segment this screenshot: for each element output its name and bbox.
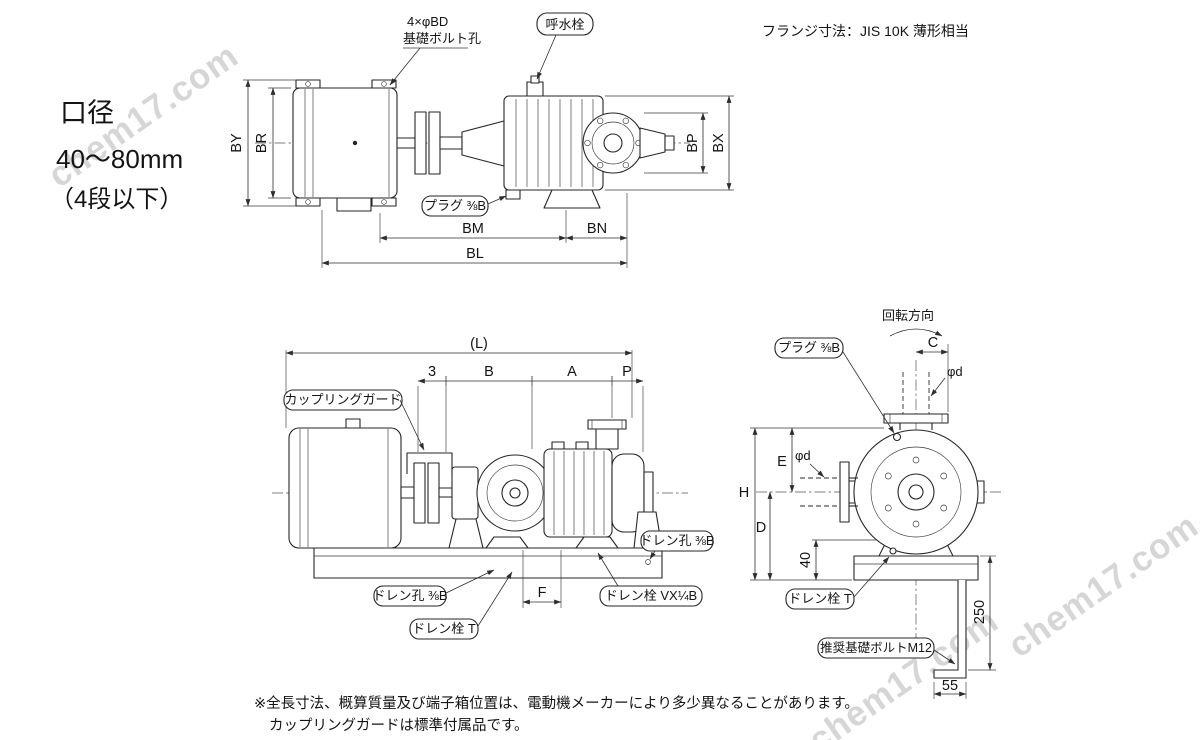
- side-suction-flange: [839, 461, 850, 523]
- dim-BP: BP: [685, 133, 701, 152]
- plug-boss: [892, 432, 902, 442]
- bore-line3: （4段以下）: [50, 186, 183, 213]
- dim-250: 250: [972, 600, 988, 624]
- plug-label-box: [421, 195, 489, 217]
- foundation-bolt-label-box: [817, 637, 935, 659]
- dim-L: (L): [470, 336, 488, 352]
- rotation-direction: 回転方向: [882, 308, 943, 337]
- plug-leader: [487, 195, 507, 205]
- end-view: 回転方向 C E H D 40 250 55: [739, 308, 1004, 699]
- side-stage-ribs: [553, 451, 605, 535]
- dim-40: 40: [798, 552, 814, 568]
- priming-boss: [526, 81, 544, 97]
- side-dimensions: (L) 3 B A P F: [285, 336, 644, 608]
- priming-plug-label-box: [536, 12, 594, 36]
- flange-bolt-holes: [584, 117, 642, 169]
- drain-hole-left-label-box: [373, 585, 447, 607]
- side-coupling: [400, 452, 453, 524]
- plug-boss: [505, 189, 521, 200]
- dim-gap3: 3: [428, 364, 436, 380]
- bolt-hole-leader: [389, 47, 421, 86]
- foundation-bolt-detail: [933, 580, 967, 679]
- end-callouts: プラグ ⅜B φd φd ドレン栓 T 推奨基礎ボルトM12: [774, 337, 963, 665]
- coupling-guard: [406, 452, 453, 474]
- watermark: chem17.com: [1001, 506, 1202, 665]
- callout-drain-hole-left: ドレン孔 ⅜B: [372, 588, 447, 603]
- side-motor: [288, 418, 402, 549]
- callout-bolt-hole-qty: 4×φBD: [407, 14, 448, 29]
- dim-H: H: [739, 485, 749, 501]
- rotation-arrow: [889, 328, 943, 337]
- side-base: [313, 547, 663, 579]
- base-drain-hole: [645, 559, 651, 565]
- drain-plug-vx-label-box: [599, 585, 703, 607]
- dim-BR: BR: [254, 133, 270, 153]
- plan-pump: [503, 75, 675, 209]
- callout-drain-hole-base: ドレン孔 ⅜B: [639, 533, 714, 548]
- end-dimensions: C E H D 40 250 55: [739, 335, 996, 699]
- flange-spec-note: フランジ寸法：JIS 10K 薄形相当: [762, 23, 969, 39]
- plan-dimensions: BY BR BP BX BM BN BL: [229, 79, 734, 268]
- dim-E: E: [777, 454, 787, 470]
- dim-BL: BL: [466, 246, 484, 262]
- callout-drain-plug-t: ドレン栓 T: [412, 621, 476, 636]
- drain-plug-t-label-box: [785, 588, 855, 610]
- bore-line1: 口径: [60, 98, 114, 128]
- drain-boss: [889, 547, 897, 555]
- dim-BM: BM: [462, 221, 484, 237]
- callout-plug: プラグ ⅜B: [424, 198, 486, 213]
- end-casing: [800, 372, 985, 557]
- dim-F: F: [538, 585, 547, 601]
- callout-bolt-hole-name: 基礎ボルト孔: [403, 31, 481, 46]
- callout-rotation: 回転方向: [882, 308, 934, 323]
- drain-plug-t-label-box: [409, 618, 479, 640]
- callout-drain-plug-vx: ドレン栓 VX¼B: [605, 588, 697, 603]
- plan-view: BY BR BP BX BM BN BL 4×φBD 基礎ボルト孔: [229, 12, 734, 268]
- discharge-stem: [595, 427, 619, 450]
- bore-title: 口径 40〜80mm （4段以下）: [50, 98, 183, 213]
- side-callouts: カップリングガード ドレン孔 ⅜B ドレン孔 ⅜B ドレン栓 VX¼B ドレン栓…: [283, 389, 715, 640]
- callout-priming-plug: 呼水栓: [545, 17, 584, 32]
- callout-phi-d-side: φd: [795, 448, 811, 463]
- dim-BX: BX: [711, 133, 727, 153]
- callout-phi-d-top: φd: [947, 364, 963, 379]
- side-view: (L) 3 B A P F カップリングガード ドレン孔 ⅜B: [272, 336, 715, 640]
- terminal-box: [336, 197, 372, 212]
- plan-callouts: 4×φBD 基礎ボルト孔 呼水栓 プラグ ⅜B: [389, 12, 594, 217]
- callout-plug: プラグ ⅜B: [778, 340, 840, 355]
- callout-coupling-guard: カップリングガード: [284, 392, 401, 407]
- plan-motor: [292, 79, 398, 212]
- pump-foot: [543, 189, 601, 209]
- dim-P: P: [622, 364, 632, 380]
- dim-B: B: [484, 364, 494, 380]
- plan-coupling: [396, 111, 505, 175]
- dim-55: 55: [942, 678, 958, 694]
- priming-plug-leader: [536, 34, 557, 80]
- dim-D: D: [756, 520, 766, 536]
- top-discharge-flange: [883, 413, 949, 424]
- drain-hole-base-label-box: [640, 530, 714, 552]
- end-base: [853, 555, 979, 679]
- footnote-line2: カップリングガードは標準付属品です。: [269, 717, 529, 734]
- coupling-guard-label-box: [283, 389, 403, 411]
- dim-BY: BY: [229, 133, 245, 153]
- footnotes: ※全長寸法、概算質量及び端子箱位置は、電動機メーカーにより多少異なることがありま…: [254, 694, 859, 734]
- dim-C: C: [928, 335, 938, 351]
- callout-drain-plug-t: ドレン栓 T: [788, 591, 852, 606]
- footnote-line1: ※全長寸法、概算質量及び端子箱位置は、電動機メーカーにより多少異なることがありま…: [254, 694, 859, 712]
- discharge-flange: [587, 419, 627, 430]
- bore-line2: 40〜80mm: [56, 144, 183, 174]
- dim-A: A: [567, 364, 577, 380]
- plug-label-box: [774, 337, 844, 359]
- dim-BN: BN: [587, 221, 607, 237]
- callout-foundation-bolt: 推奨基礎ボルトM12: [820, 641, 932, 655]
- side-pump: [448, 419, 663, 549]
- end-bolt-holes: [884, 456, 948, 528]
